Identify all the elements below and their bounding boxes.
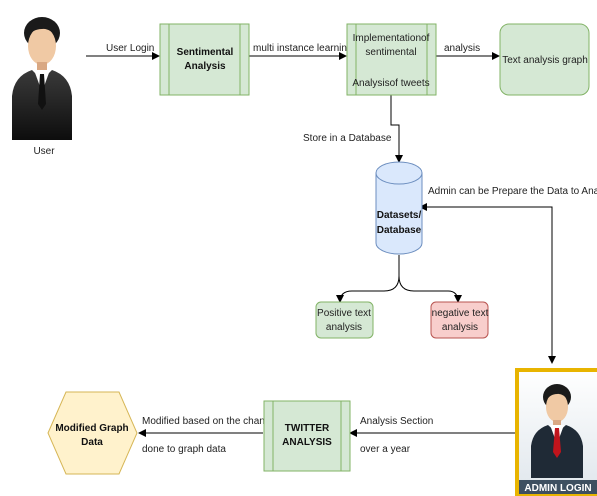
text-analysis-graph-node: Text analysis graph: [499, 23, 590, 96]
edge-db-split: [336, 255, 400, 303]
positive-analysis-node: Positive text analysis: [315, 301, 374, 339]
user-businessman-icon: [12, 17, 72, 140]
twitter-analysis-node: TWITTER ANALYSIS: [263, 400, 351, 472]
modified-graph-node: Modified Graph Data: [47, 391, 138, 475]
database-node: Datasets/ Database: [375, 161, 423, 255]
user-actor: User: [12, 17, 72, 157]
negative-analysis-node: negative text analysis: [430, 301, 489, 339]
admin-businessman-icon: [531, 384, 583, 478]
edge-label-multi-instance: multi instance learning: [253, 43, 353, 54]
positive-line1: Positive text: [317, 308, 371, 319]
admin-label: ADMIN LOGIN: [524, 483, 591, 494]
edge-label-admin-prepare: Admin can be Prepare the Data to Analysi…: [428, 186, 597, 197]
positive-line2: analysis: [326, 322, 362, 333]
admin-actor: ADMIN LOGIN: [515, 368, 597, 496]
text-graph-label: Text analysis graph: [502, 55, 588, 66]
modified-line2: Data: [81, 437, 103, 448]
implementation-line3: Analysisof tweets: [352, 78, 429, 89]
edge-label-user-login: User Login: [106, 43, 154, 54]
database-line1: Datasets/: [377, 210, 422, 221]
database-line2: Database: [377, 225, 422, 236]
edge-label-analysis: analysis: [444, 43, 480, 54]
twitter-line1: TWITTER: [285, 423, 330, 434]
edge-label-store-db: Store in a Database: [303, 133, 392, 144]
modified-line1: Modified Graph: [55, 423, 128, 434]
edge-label-analysis-section: Analysis Section: [360, 416, 433, 427]
negative-line2: analysis: [442, 322, 478, 333]
edge-store-db: [390, 95, 403, 163]
edge-label-modified-based: Modified based on the changes: [142, 416, 281, 427]
sentimental-line1: Sentimental: [177, 47, 234, 58]
edge-admin-db: [419, 203, 556, 364]
edge-label-over-year: over a year: [360, 444, 411, 455]
edge-db-negative: [398, 275, 462, 303]
implementation-line2: sentimental: [365, 47, 416, 58]
user-label: User: [33, 146, 55, 157]
edges: [86, 52, 556, 437]
implementation-line1: Implementationof: [353, 33, 430, 44]
negative-line1: negative text: [432, 308, 489, 319]
implementation-node: Implementationof sentimental Analysisof …: [346, 23, 437, 96]
twitter-line2: ANALYSIS: [282, 437, 332, 448]
sentimental-line2: Analysis: [184, 61, 226, 72]
sentimental-analysis-node: Sentimental Analysis: [159, 23, 250, 96]
edge-label-done-graph: done to graph data: [142, 444, 226, 455]
